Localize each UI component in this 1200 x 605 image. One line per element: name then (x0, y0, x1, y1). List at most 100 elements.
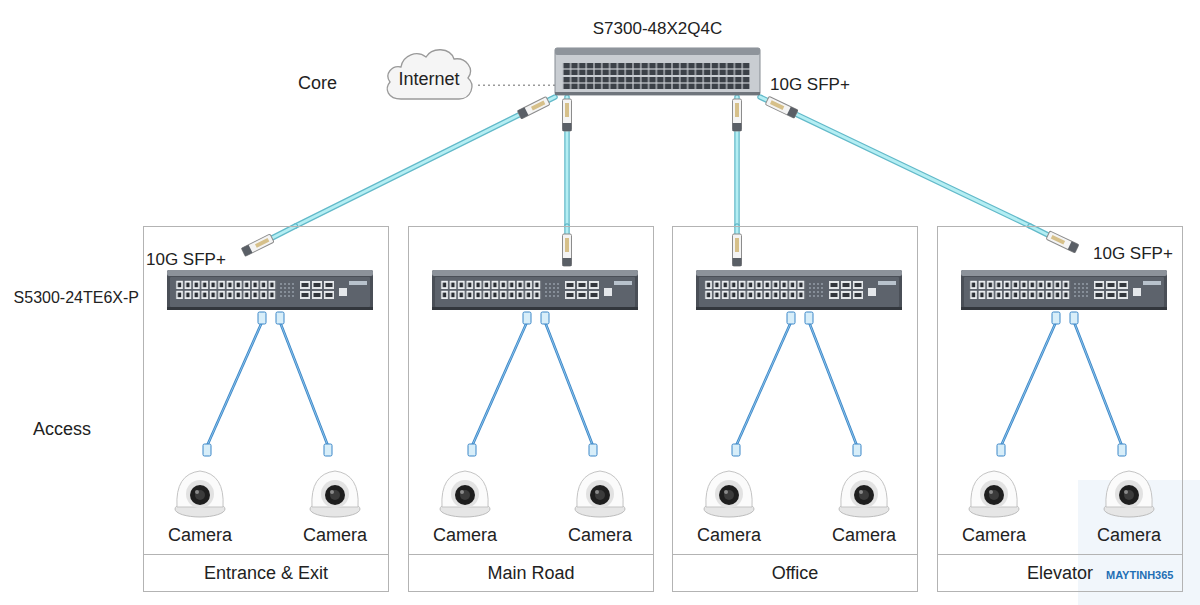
camera-caption: Camera (158, 524, 242, 547)
label-text: Entrance & Exit (204, 563, 328, 583)
zone-name-row: Main Road (409, 554, 653, 591)
camera: Camera (1087, 458, 1171, 550)
camera-icon-part (850, 480, 878, 508)
camera-icon-part (1119, 485, 1139, 505)
watermark-panel (1078, 480, 1200, 605)
camera-caption: Camera (293, 524, 377, 547)
camera-icon (1097, 458, 1161, 520)
zone-panel: Main Road Camera Camera (408, 226, 654, 592)
label-text: Camera (962, 525, 1026, 545)
camera-icon-part (1115, 480, 1143, 508)
camera-icon (697, 458, 761, 520)
fiber-continuation-part (1030, 226, 1048, 235)
camera-icon-part (195, 490, 205, 500)
camera-caption: Camera (558, 524, 642, 547)
fiber-cable-outline (296, 97, 555, 226)
text-line: S7300-48X2Q4C (555, 18, 760, 40)
fiber-link (296, 97, 555, 226)
camera-icon-part (460, 490, 470, 500)
camera-icon-part (590, 485, 610, 505)
text-line: Office (772, 563, 819, 584)
camera-icon (433, 458, 497, 520)
camera-icon (962, 458, 1026, 520)
zone-equipment (696, 270, 902, 456)
camera-icon-part (841, 471, 887, 507)
camera-icon-part (190, 485, 210, 505)
core-title: S7300-48X2Q4C (555, 18, 760, 40)
fiber-link (760, 97, 1030, 226)
camera-icon-part (859, 490, 863, 494)
sfp-module (563, 234, 572, 266)
label-text: 10G SFP+ (770, 75, 850, 94)
sfp-module (733, 99, 742, 131)
dotted-link (475, 84, 555, 86)
text-line: Camera (952, 524, 1036, 547)
label-text: Camera (433, 525, 497, 545)
camera-icon-part (706, 471, 752, 507)
label-text: Main Road (487, 563, 574, 583)
camera-caption: Camera (687, 524, 771, 547)
text-line: Camera (822, 524, 906, 547)
camera-icon (568, 458, 632, 520)
camera-icon-part (980, 480, 1008, 508)
label-text: Access (33, 419, 91, 439)
sfp-module (1046, 231, 1079, 253)
camera-icon-part (325, 485, 345, 505)
text-line: Camera (558, 524, 642, 547)
camera-icon-part (186, 480, 214, 508)
camera-icon-part (577, 471, 623, 507)
zone-equipment (167, 270, 373, 456)
cloud-outline (387, 50, 472, 99)
fiber-cable (760, 97, 1030, 226)
camera: Camera (687, 458, 771, 550)
label-text: Camera (697, 525, 761, 545)
network-link (475, 85, 555, 86)
camera-icon-part (455, 485, 475, 505)
camera-icon-part (1124, 490, 1134, 500)
sfp-module (765, 96, 798, 118)
zone-equipment (432, 270, 638, 456)
core-switch-drawing-part (563, 62, 750, 90)
camera: Camera (158, 458, 242, 550)
camera-icon-part (312, 471, 358, 507)
label-text: 10G SFP+ (1093, 244, 1173, 263)
text-line: Elevator (1027, 563, 1093, 584)
camera-icon-part (1124, 490, 1128, 494)
label-text: Camera (303, 525, 367, 545)
label-text: Camera (1097, 525, 1161, 545)
zone-panel: OfficeCameraCamera (672, 226, 918, 592)
text-line: Internet (383, 68, 475, 91)
camera: Camera (558, 458, 642, 550)
free-label: MAYTINH365 (1106, 567, 1173, 582)
fiber-continuation-part (272, 226, 296, 238)
fiber-cable-outline (760, 97, 1030, 226)
free-label: 10G SFP+ (770, 75, 850, 95)
label-text: S7300-48X2Q4C (593, 19, 722, 38)
camera-icon (303, 458, 367, 520)
text-line: Entrance & Exit (204, 563, 328, 584)
core-switch-drawing-part (555, 48, 760, 95)
label-text: Camera (568, 525, 632, 545)
camera-icon-part (177, 471, 223, 507)
camera-icon (168, 458, 232, 520)
camera-icon-part (1106, 471, 1152, 507)
camera-icon-part (330, 490, 334, 494)
free-label: 10G SFP+ (146, 250, 226, 270)
camera-caption: Camera (952, 524, 1036, 547)
label-text: Internet (398, 69, 459, 89)
camera-icon-part (854, 485, 874, 505)
fiber-continuation-part (1030, 226, 1048, 235)
camera-caption: Camera (1087, 524, 1171, 547)
zone-equipment (961, 270, 1167, 456)
sfp-module (733, 234, 742, 266)
camera: Camera (293, 458, 377, 550)
fiber-cable (296, 97, 555, 226)
fiber-continuation-part (566, 226, 569, 234)
core-switch: S7300-48X2Q4C (555, 18, 760, 97)
zone-panel: ElevatorCamera Camera (937, 226, 1183, 592)
camera-icon-part (989, 490, 999, 500)
camera-icon-part (321, 480, 349, 508)
camera-icon-part (719, 485, 739, 505)
camera-icon-part (195, 490, 199, 494)
